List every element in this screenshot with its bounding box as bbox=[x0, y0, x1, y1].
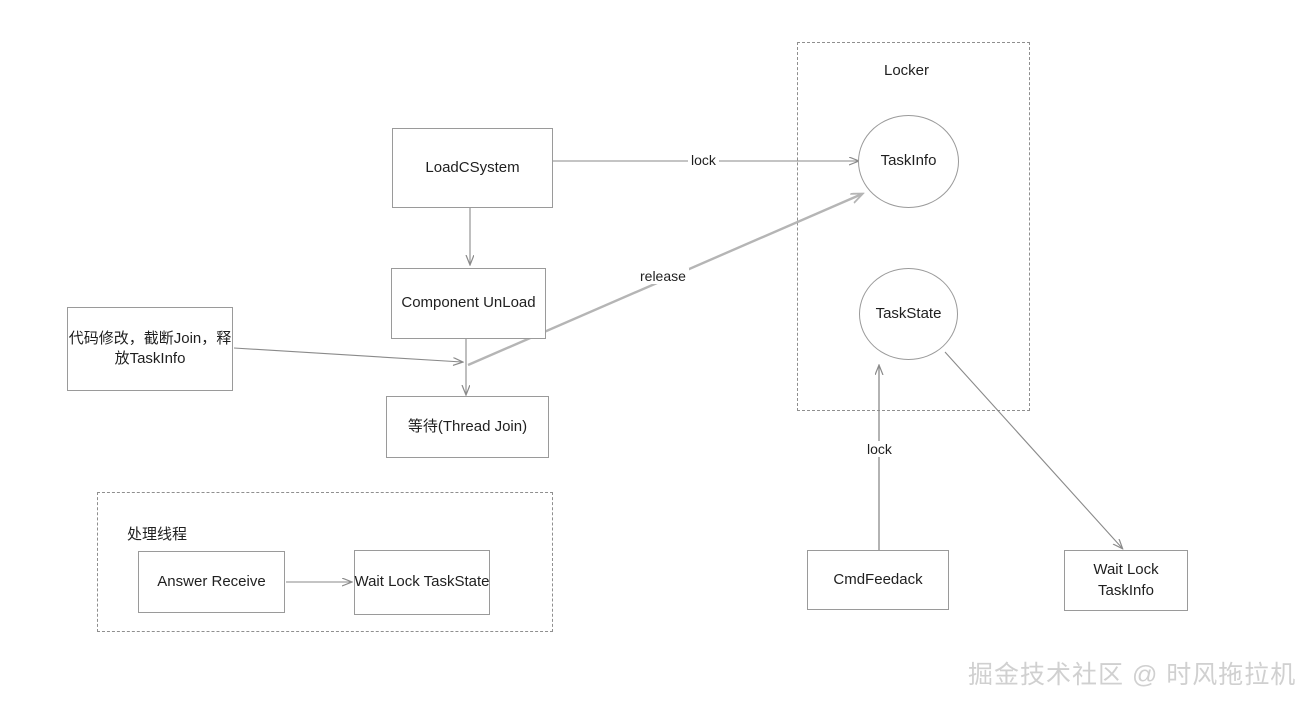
node-wait-lock-taskinfo-label: Wait Lock TaskInfo bbox=[1093, 561, 1159, 599]
node-taskinfo[interactable]: TaskInfo bbox=[858, 115, 959, 208]
node-component-unload[interactable]: Component UnLoad bbox=[391, 268, 546, 339]
node-answer-receive[interactable]: Answer Receive bbox=[138, 551, 285, 613]
node-taskinfo-label: TaskInfo bbox=[880, 152, 937, 170]
node-cmd-feedack[interactable]: CmdFeedack bbox=[807, 550, 949, 610]
node-load-csystem-label: LoadCSystem bbox=[425, 158, 520, 176]
node-cmd-feedack-label: CmdFeedack bbox=[833, 570, 923, 588]
node-thread-join-wait[interactable]: 等待(Thread Join) bbox=[386, 396, 549, 458]
edge-label-release: release bbox=[637, 268, 689, 284]
node-taskstate[interactable]: TaskState bbox=[859, 268, 958, 360]
node-taskstate-label: TaskState bbox=[875, 304, 942, 322]
node-code-change-note[interactable]: 代码修改，截断Join，释 放TaskInfo bbox=[67, 307, 233, 391]
edge-label-lock-taskstate: lock bbox=[864, 441, 895, 457]
edge-label-lock-taskinfo: lock bbox=[688, 152, 719, 168]
node-load-csystem[interactable]: LoadCSystem bbox=[392, 128, 553, 208]
node-wait-lock-taskstate[interactable]: Wait Lock TaskState bbox=[354, 550, 490, 615]
node-code-change-note-label: 代码修改，截断Join，释 放TaskInfo bbox=[68, 329, 232, 367]
node-component-unload-label: Component UnLoad bbox=[401, 294, 536, 312]
edge-note-to-join bbox=[233, 347, 462, 362]
group-worker-thread bbox=[97, 492, 553, 632]
node-answer-receive-label: Answer Receive bbox=[157, 572, 266, 590]
node-wait-lock-taskinfo[interactable]: Wait Lock TaskInfo bbox=[1064, 550, 1188, 611]
group-worker-thread-label: 处理线程 bbox=[127, 526, 188, 543]
node-wait-lock-taskstate-label: Wait Lock TaskState bbox=[354, 573, 490, 591]
group-locker-label: Locker bbox=[884, 62, 930, 79]
watermark: 掘金技术社区 @ 时风拖拉机 bbox=[968, 661, 1297, 689]
node-thread-join-wait-label: 等待(Thread Join) bbox=[407, 417, 528, 435]
